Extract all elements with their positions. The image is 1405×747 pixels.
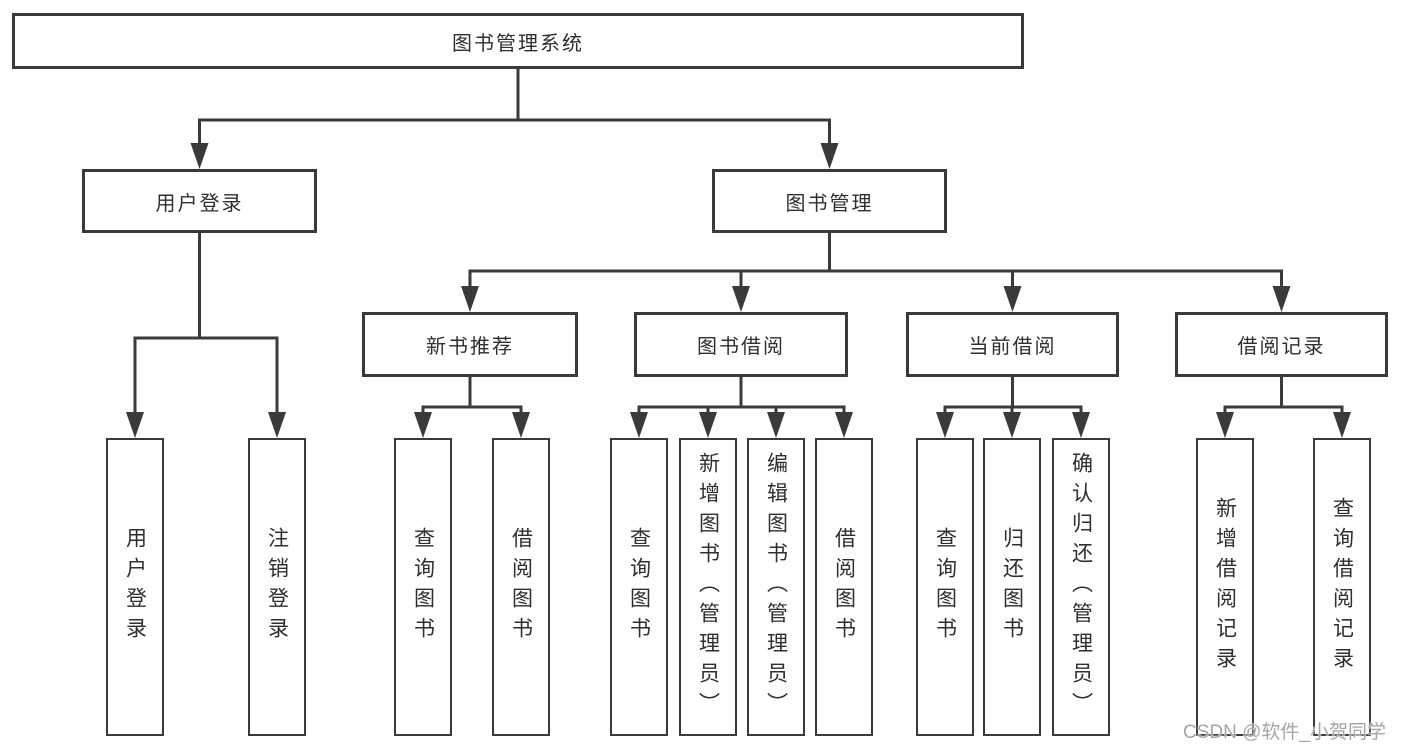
node-book-management-label: 图书管理 (785, 192, 874, 215)
leaf-query-borrow-record-label: 查询借阅记录 (1330, 497, 1354, 677)
node-user-login-label: 用户登录 (155, 192, 244, 215)
leaf-confirm-return-admin-label: 确认归还（管理员） (1069, 452, 1093, 722)
leaf-query-borrow-record: 查询借阅记录 (1313, 438, 1371, 736)
leaf-add-books-admin: 新增图书（管理员） (679, 438, 737, 736)
node-library-management-system-label: 图书管理系统 (452, 32, 584, 55)
leaf-query-books-current: 查询图书 (916, 438, 974, 736)
leaf-add-borrow-record-label: 新增借阅记录 (1213, 497, 1237, 677)
node-library-management-system: 图书管理系统 (12, 13, 1024, 69)
leaf-query-books-current-label: 查询图书 (933, 527, 957, 647)
leaf-add-borrow-record: 新增借阅记录 (1196, 438, 1254, 736)
leaf-return-books-label: 归还图书 (1000, 527, 1024, 647)
leaf-borrow-books-label: 借阅图书 (832, 527, 856, 647)
node-book-borrowing: 图书借阅 (634, 312, 848, 377)
node-borrowing-records: 借阅记录 (1175, 312, 1388, 377)
node-current-borrowing: 当前借阅 (906, 312, 1119, 377)
connector-paths (133, 69, 1344, 416)
leaf-query-books-borrowing: 查询图书 (610, 438, 668, 736)
leaf-confirm-return-admin: 确认归还（管理员） (1052, 438, 1110, 736)
csdn-watermark: CSDN @软件_小贺同学 (1183, 722, 1386, 743)
node-current-borrowing-label: 当前借阅 (968, 336, 1057, 358)
node-user-login: 用户登录 (82, 169, 317, 233)
leaf-borrow-books-recommend-label: 借阅图书 (509, 527, 533, 647)
leaf-logout: 注销登录 (248, 438, 306, 736)
leaf-return-books: 归还图书 (983, 438, 1041, 736)
node-book-borrowing-label: 图书借阅 (697, 336, 785, 358)
leaf-edit-books-admin: 编辑图书（管理员） (747, 438, 805, 736)
node-borrowing-records-label: 借阅记录 (1237, 336, 1326, 358)
leaf-edit-books-admin-label: 编辑图书（管理员） (764, 452, 788, 722)
leaf-user-login: 用户登录 (106, 438, 164, 736)
leaf-borrow-books-recommend: 借阅图书 (492, 438, 550, 736)
leaf-add-books-admin-label: 新增图书（管理员） (696, 452, 720, 722)
leaf-user-login-label: 用户登录 (123, 527, 147, 647)
leaf-logout-label: 注销登录 (265, 527, 289, 647)
leaf-query-books-recommend-label: 查询图书 (411, 527, 435, 647)
node-book-management: 图书管理 (712, 169, 947, 233)
leaf-query-books-borrowing-label: 查询图书 (627, 527, 651, 647)
leaf-borrow-books: 借阅图书 (815, 438, 873, 736)
node-new-book-recommend: 新书推荐 (362, 312, 578, 377)
node-new-book-recommend-label: 新书推荐 (426, 336, 514, 358)
leaf-query-books-recommend: 查询图书 (394, 438, 452, 736)
